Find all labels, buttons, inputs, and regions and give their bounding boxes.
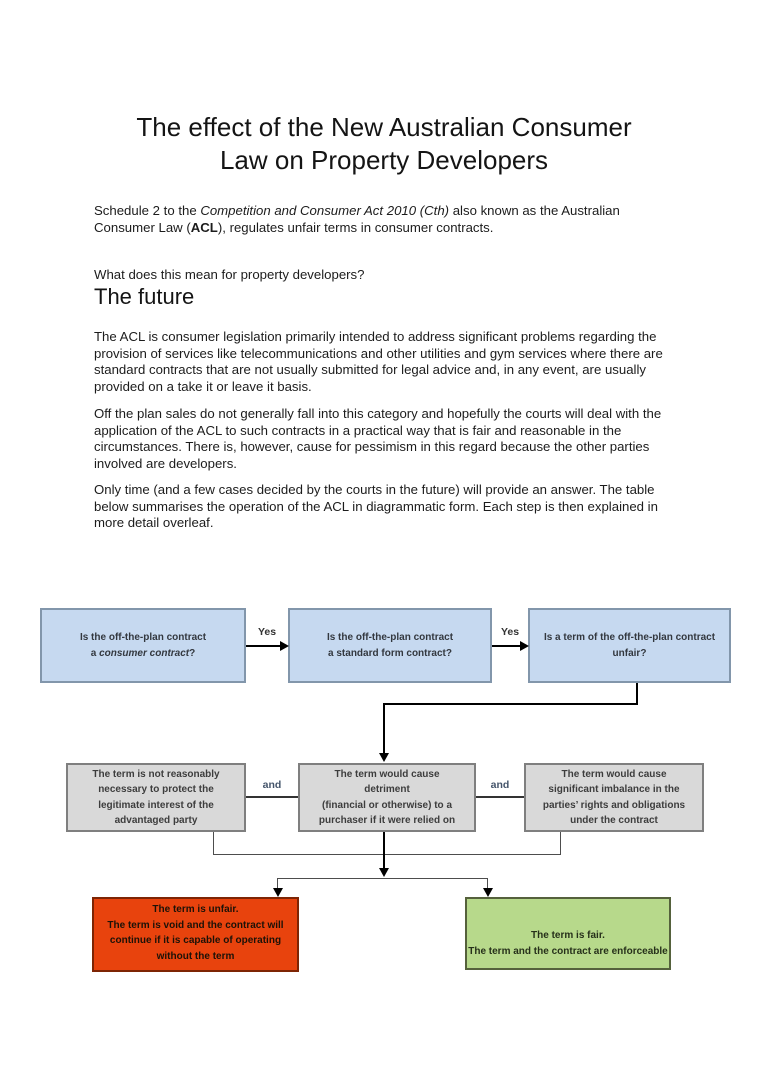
connector-line [277,878,278,888]
page-title-line1: The effect of the New Australian Consume… [136,112,632,142]
box-line: necessary to protect the [98,784,214,795]
connector-line [383,703,385,754]
box-line: The term would cause [334,768,440,780]
paragraph-off-plan: Off the plan sales do not generally fall… [94,406,662,471]
paragraph-only-time: Only time (and a few cases decided by th… [94,482,658,531]
box-line: The term and the contract are enforceabl… [468,945,668,957]
arrow-down-icon [273,888,283,897]
flowchart-box-standard-form: Is the off-the-plan contract a standard … [288,608,492,683]
intro-act-name: Competition and Consumer Act 2010 (Cth) [200,203,450,218]
flowchart-box-detriment: The term would cause detriment (financia… [298,763,476,832]
flowchart-box-unfair-term: Is a term of the off-the-plan contract u… [528,608,731,683]
intro-pre: Schedule 2 to the [94,203,201,218]
box-line: Is the off-the-plan contract [79,632,207,643]
connector-line [560,832,561,855]
flowchart-box-term-fair: The term is fair. The term and the contr… [465,897,671,970]
box-line: a consumer contract? [91,646,195,662]
box-line: The term would cause [561,768,667,780]
box-line: The term is fair. [531,930,605,941]
box-line: parties’ rights and obligations [542,799,686,811]
connector-line [636,683,638,705]
box-line: The term is not reasonably [92,768,220,780]
box-line: Is the off-the-plan contract [326,632,454,643]
page-title: The effect of the New Australian Consume… [0,111,768,177]
arrow-right-icon [280,641,289,651]
arrow-down-icon [379,868,389,877]
connector-line [487,878,488,888]
box-line-pre: a [90,647,100,659]
box-line: Is a term of the off-the-plan contract [543,632,716,643]
box-line: significant imbalance in the [548,784,680,795]
flowchart-box-consumer-contract: Is the off-the-plan contract a consumer … [40,608,246,683]
box-line: without the term [156,950,235,962]
box-line-post: ? [189,647,196,659]
box-line: detriment [364,784,410,795]
connector-line [383,832,385,868]
box-line: The term is void and the contract will [107,919,284,931]
box-line: The term is unfair. [152,904,239,915]
box-line: unfair? [612,647,647,659]
connector-line [246,796,298,798]
paragraph-intro: Schedule 2 to the Competition and Consum… [94,203,666,236]
arrow-down-icon [379,753,389,762]
arrow-down-icon [483,888,493,897]
intro-mid: also known as the Australian Consumer La… [94,203,620,235]
and-label-1: and [262,779,282,791]
flowchart-box-term-unfair: The term is unfair. The term is void and… [92,897,299,972]
yes-label-2: Yes [500,626,520,638]
connector-line [476,796,524,798]
connector-line [213,854,561,855]
box-line: under the contract [570,815,658,826]
connector-line [277,878,488,879]
box-line: advantaged party [114,815,198,826]
page-title-line2: Law on Property Developers [219,145,549,175]
intro-post: ), regulates unfair terms in consumer co… [217,219,494,235]
connector-line [492,645,521,647]
intro-acl-abbrev: ACL [190,219,218,235]
flowchart-box-imbalance: The term would cause significant imbalan… [524,763,704,832]
question-line: What does this mean for property develop… [94,267,365,282]
arrow-right-icon [520,641,529,651]
box-line: (financial or otherwise) to a [321,799,453,811]
box-line: continue if it is capable of operating [109,935,282,946]
and-label-2: and [490,779,510,791]
section-heading: The future [94,284,195,309]
connector-line [213,832,214,855]
box-line: legitimate interest of the [98,799,214,811]
flowchart-box-not-reasonably-necessary: The term is not reasonably necessary to … [66,763,246,832]
box-line: a standard form contract? [328,647,452,659]
yes-label-1: Yes [257,626,277,638]
connector-line [383,703,638,705]
connector-line [246,645,281,647]
box-line: purchaser if it were relied on [318,815,456,826]
paragraph-acl-purpose: The ACL is consumer legislation primaril… [94,329,663,394]
box-line-italic: consumer contract [99,647,190,659]
